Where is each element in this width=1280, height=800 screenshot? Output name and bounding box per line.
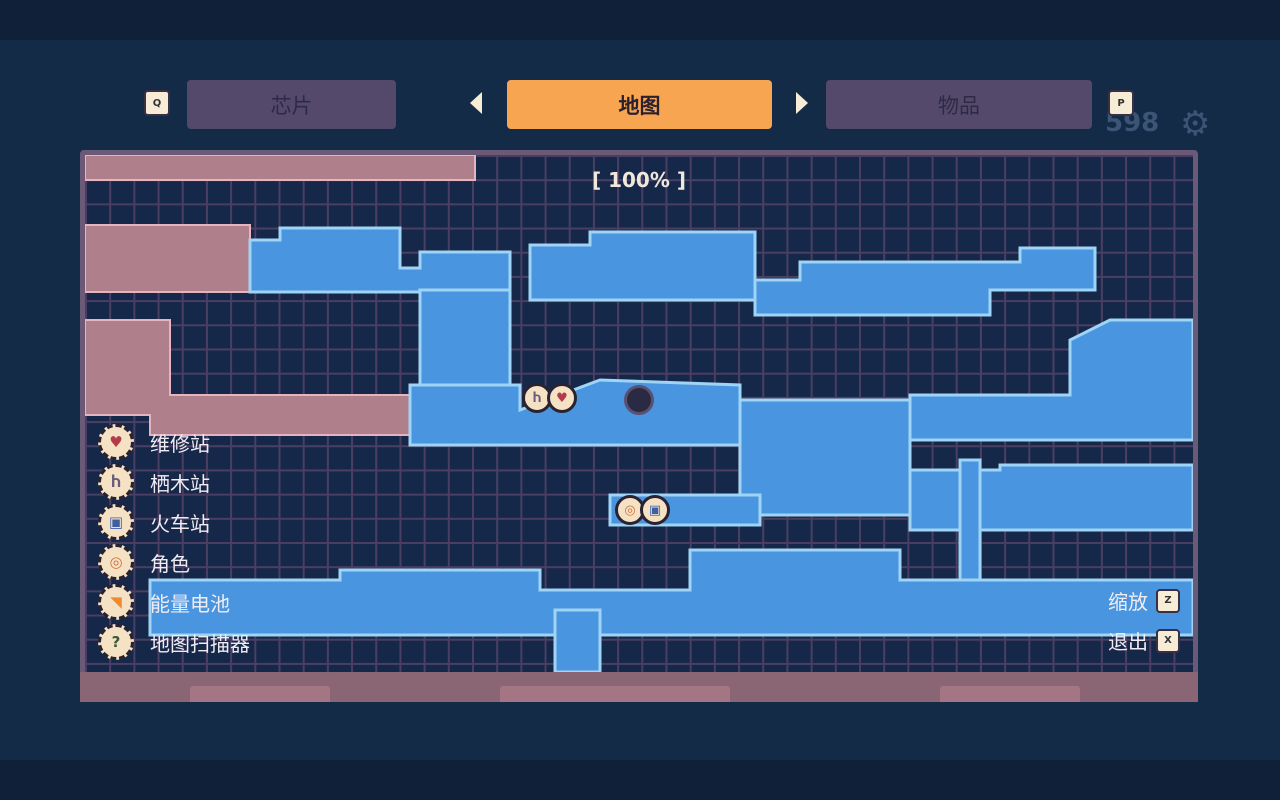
heart-icon: ♥	[98, 424, 134, 460]
map-room	[908, 318, 1193, 442]
explored-area	[85, 224, 251, 293]
perch-icon: Ⴙ	[98, 464, 134, 500]
train-icon: ▣	[98, 504, 134, 540]
legend-label: 角色	[150, 551, 190, 576]
exit-label: 退出	[1108, 630, 1148, 654]
key-q[interactable]: Q	[144, 90, 170, 116]
key-z[interactable]: Z	[1156, 588, 1180, 613]
map-room	[553, 608, 602, 672]
frame-foot	[500, 686, 730, 702]
legend-label: 地图扫描器	[150, 631, 250, 656]
map-rooms	[85, 155, 1193, 672]
map-room	[738, 398, 912, 517]
map-room	[528, 230, 757, 302]
arrow-right-icon[interactable]	[796, 92, 808, 114]
map-room	[753, 246, 1097, 317]
train-marker-icon[interactable]: ▣	[640, 495, 670, 525]
legend-item: ◎ 角色	[98, 544, 190, 580]
tab-chips[interactable]: 芯片	[187, 80, 396, 129]
legend-label: 维修站	[150, 431, 210, 456]
zoom-level: [ 100% ]	[592, 168, 686, 192]
legend-item: ▣ 火车站	[98, 504, 210, 540]
scanner-icon: ?	[98, 624, 134, 660]
gear-icon: ⚙	[1180, 104, 1211, 144]
character-icon: ◎	[98, 544, 134, 580]
legend-label: 能量电池	[150, 591, 230, 616]
map-panel: [ 100% ]	[80, 150, 1198, 702]
tab-map[interactable]: 地图	[507, 80, 772, 129]
map-room	[408, 378, 742, 447]
bottom-band	[0, 760, 1280, 800]
explored-area	[85, 319, 411, 436]
legend-item: ♥ 维修站	[98, 424, 210, 460]
key-x[interactable]: X	[1156, 628, 1180, 653]
legend-item: ? 地图扫描器	[98, 624, 250, 660]
zoom-label: 缩放	[1108, 590, 1148, 614]
frame-foot	[190, 686, 330, 702]
top-band	[0, 0, 1280, 40]
map-room	[148, 548, 1193, 637]
explored-area	[85, 155, 476, 181]
legend-item: ◥ 能量电池	[98, 584, 230, 620]
battery-icon: ◥	[98, 584, 134, 620]
frame-foot	[940, 686, 1080, 702]
legend-label: 火车站	[150, 511, 210, 536]
zoom-control[interactable]: 缩放 Z	[1108, 586, 1180, 615]
exit-control[interactable]: 退出 X	[1108, 626, 1180, 655]
map-room	[908, 463, 1193, 532]
legend-item: Ⴙ 栖木站	[98, 464, 210, 500]
key-p[interactable]: P	[1108, 90, 1134, 116]
legend-label: 栖木站	[150, 471, 210, 496]
arrow-left-icon[interactable]	[470, 92, 482, 114]
repair-marker-icon[interactable]: ♥	[547, 383, 577, 413]
tab-items[interactable]: 物品	[826, 80, 1092, 129]
unknown-marker-icon[interactable]	[624, 385, 654, 415]
